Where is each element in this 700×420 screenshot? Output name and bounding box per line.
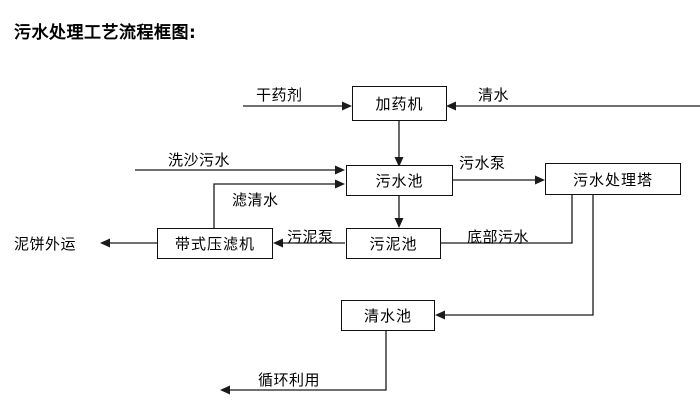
terminal-label-mud-cake-out: 泥饼外运 — [14, 235, 77, 253]
edge-label-sand-wash-sewage: 洗沙污水 — [168, 151, 231, 169]
arrowhead-recycle — [220, 385, 230, 395]
node-sewage-treatment-tower-label: 污水处理塔 — [572, 170, 653, 189]
arrowhead-sewage-pump — [535, 175, 545, 185]
node-dosing-machine[interactable]: 加药机 — [352, 86, 447, 121]
node-sewage-pool-label: 污水池 — [375, 172, 424, 190]
node-sewage-pool[interactable]: 污水池 — [346, 165, 453, 196]
edge-label-clean-water-in: 清水 — [478, 86, 510, 104]
node-belt-filter-press[interactable]: 带式压滤机 — [157, 228, 273, 259]
terminal-label-recycle-use: 循环利用 — [258, 371, 321, 389]
arrowhead-clean-water — [446, 101, 456, 111]
arrowhead-sewage-to-sludge — [394, 218, 404, 228]
arrowhead-mudcake — [100, 238, 110, 248]
edge-label-filtrate: 滤清水 — [232, 191, 279, 209]
edge-label-sewage-pump: 污水泵 — [459, 154, 506, 172]
edge-label-dry-chemical: 干药剂 — [256, 86, 303, 104]
node-clean-water-pool-label: 清水池 — [363, 307, 412, 325]
edge-label-sludge-pump: 污泥泵 — [287, 228, 334, 246]
node-sludge-pool-label: 污泥池 — [369, 235, 418, 253]
edge-label-bottom-sewage: 底部污水 — [467, 228, 530, 246]
wire-tower-to-clean-water-pool — [441, 195, 594, 316]
arrowhead-sludge-pump — [273, 238, 283, 248]
arrowhead-sand-wash — [335, 165, 345, 175]
arrowhead-filtrate — [335, 179, 345, 189]
arrowhead-dry-chemical — [342, 101, 352, 111]
node-sludge-pool[interactable]: 污泥池 — [346, 228, 441, 259]
page-title: 污水处理工艺流程框图: — [14, 23, 197, 43]
node-belt-filter-press-label: 带式压滤机 — [174, 235, 255, 253]
node-clean-water-pool[interactable]: 清水池 — [341, 300, 435, 331]
arrowhead-clean-water-pool — [435, 310, 445, 320]
node-dosing-machine-label: 加药机 — [375, 95, 424, 113]
node-sewage-treatment-tower[interactable]: 污水处理塔 — [545, 163, 681, 195]
